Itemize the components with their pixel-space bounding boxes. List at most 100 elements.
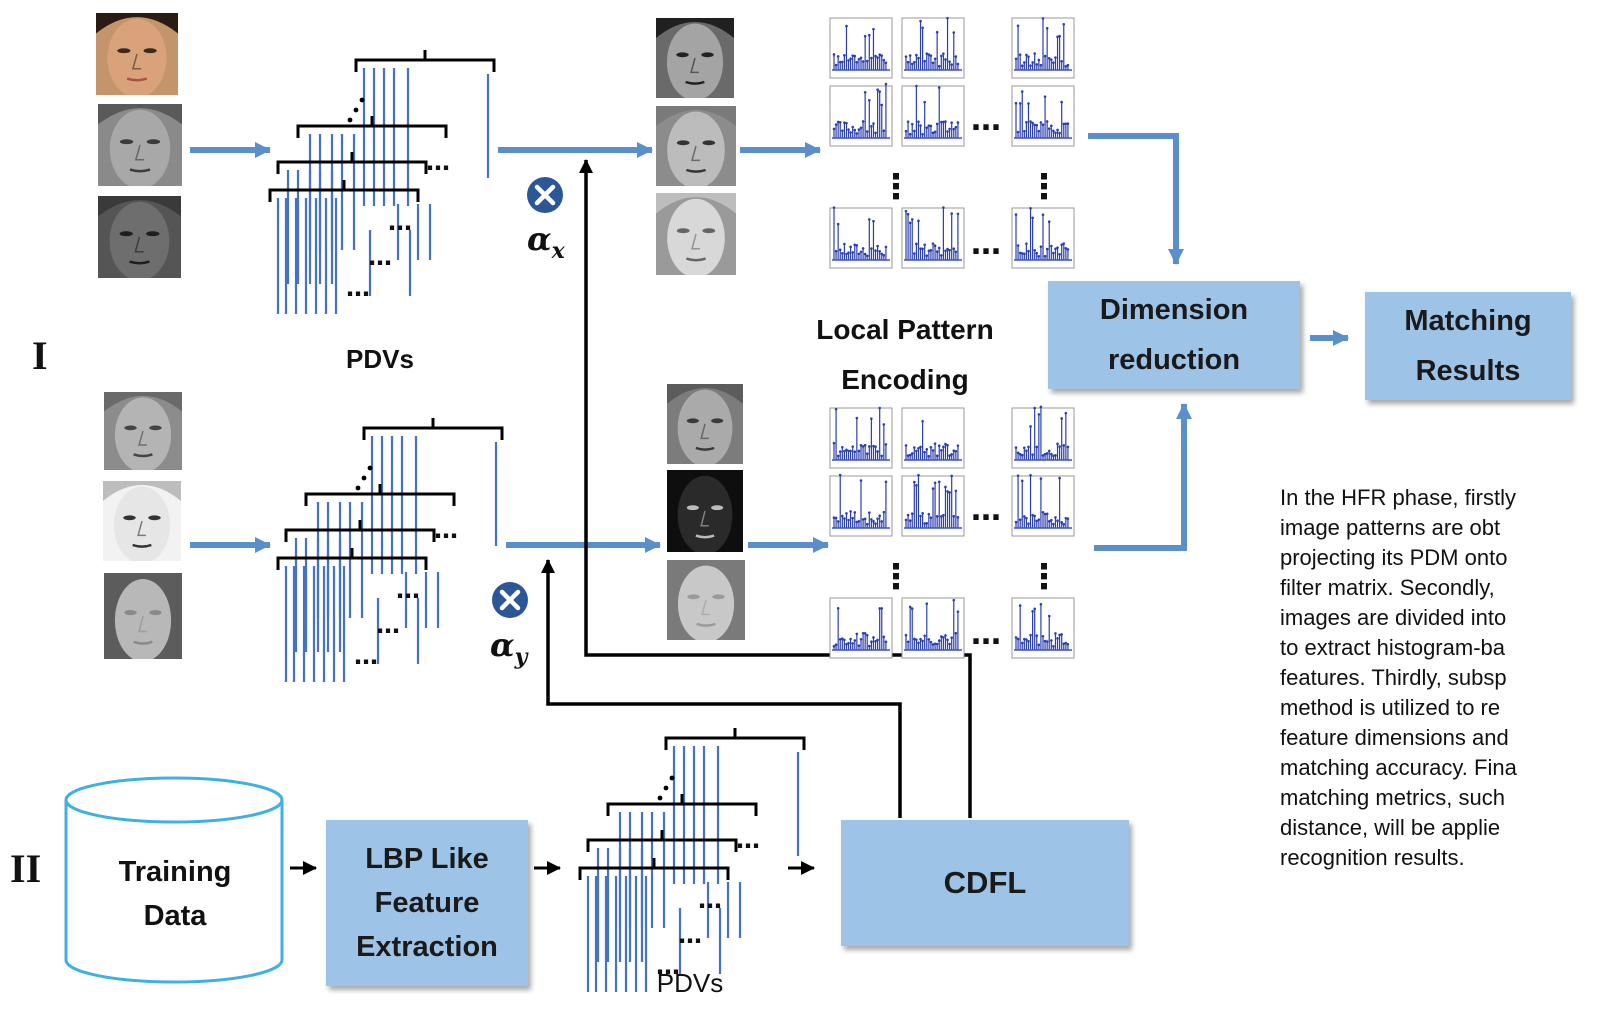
alpha-x-label: αx [527,220,566,264]
bottom-histogram-panel-stem-dot [1020,453,1024,457]
bottom-histogram-panel-stem-dot [927,638,931,641]
bottom-histogram-panel-stem-dot [834,407,838,411]
face-hair [98,104,182,125]
top-histogram-panel-stem-dot [878,90,881,93]
training-pdv-diag-dot [663,785,669,791]
top-histogram-panel-stem-dot [847,59,850,62]
bottom-histogram-panel-stem-dot [1043,452,1047,456]
bottom-histogram-panel-stem-dot [1033,406,1036,410]
bottom-histogram-panel-stem-dot [925,521,929,525]
dimension-reduction-line2: reduction [1107,344,1241,376]
bottom-histogram-panel-stem-dot [1025,516,1028,520]
bottom-histogram-panel-stem-dot [956,516,960,519]
top-histogram-panel-stem-dot [952,31,956,34]
bottom-histogram-panel-stem-dot [954,449,958,453]
top-histogram-panel-stem-dot [841,252,844,255]
matching-results-box: Matching Results [1365,292,1571,400]
top-histogram-panel-stem-dot [927,53,931,56]
top-histogram-panel-stem-dot [1054,247,1057,251]
top-histogram-panel-stem-dot [1027,102,1030,105]
bottom-pdv-bracket [362,418,504,440]
top-histogram-panel-stem-dot [904,55,908,58]
top-histogram-panel-stem-dot [923,243,926,247]
cdfl-box: CDFL [841,820,1129,946]
face-photo-gray [98,104,182,186]
top-histogram-panel-stem-dot [1033,248,1036,252]
top-pdv-ellipsis: … [368,243,392,271]
caption-line: image patterns are obt [1280,515,1501,540]
top-histogram-panel-stem-dot [952,247,956,251]
face-hair [667,384,743,404]
top-histogram-panel-stem-dot [940,120,943,124]
bottom-histogram-panel-stem-dot [935,642,939,646]
top-histogram-panel-stem-dot [904,129,908,133]
top-histogram-panel-stem-dot [1039,121,1043,124]
top-pdv-bracket [268,180,420,202]
face-hair [96,13,178,34]
top-histogram-panel-stem-dot [855,60,859,64]
bottom-histogram-panel-stem-dot [874,522,877,525]
top-histogram-panel [901,16,965,79]
top-histogram-panel-stem-dot [843,53,846,57]
training-pdv-ellipsis: … [736,826,760,854]
top-histogram-panel-stem-dot [857,128,861,131]
top-histogram-panel-stem-dot [841,129,844,132]
bottom-histogram-panel [1011,597,1075,659]
bottom-histogram-panel-stem-dot [933,442,937,445]
bottom-histogram-panel-stem-dot [1037,518,1041,521]
bottom-pdv-ellipsis: … [376,611,400,639]
top-histogram-panel-stem-dot [913,252,916,255]
face-eye-left [119,139,134,145]
bottom-histogram-panel-stem-dot [954,489,958,493]
bottom-histogram-panel-stem-dot [874,445,877,449]
top-pdv-ellipsis: … [426,148,450,176]
top-histogram-panel-stem-dot [859,126,863,130]
bottom-histogram-panel-stem-dot [1047,520,1051,523]
top-histogram-panel-stem-dot [1037,58,1041,62]
bottom-histogram-panel-stem-dot [919,514,922,518]
bottom-histogram-panel-stem-dot [843,517,846,520]
top-histogram-panel-stem-dot [1064,64,1068,68]
top-histogram-panel-stem-dot [1023,252,1026,256]
top-histogram-panel-stem-dot [845,252,848,256]
bottom-histogram-panel-stem-dot [847,641,850,645]
bottom-histogram-panel-stem-dot [845,448,848,452]
bottom-histogram-panel-stem-dot [935,515,939,518]
top-histogram-panel-stem-dot [915,242,918,246]
bottom-histogram-panel-stem-dot [1058,476,1061,480]
bottom-histogram-panel-stem-dot [861,632,865,635]
multiply-y-icon-cross [499,589,521,611]
bottom-histogram-panel-stem-dot [952,514,956,518]
top-hist-vdots: ⋮ [879,167,913,207]
bottom-histogram-panel [901,407,965,469]
bottom-histogram-panel-stem-dot [925,602,929,606]
top-histogram-panel-stem-dot [843,121,846,124]
top-histogram-panel-stem-dot [937,246,941,250]
training-data-line2: Data [143,900,207,932]
top-histogram-panel-stem-dot [859,250,863,254]
matching-results-line1: Matching [1404,305,1532,337]
face-mouth [696,622,716,627]
face-projected-6 [667,560,745,640]
bottom-histogram-panel-stem-dot [1016,474,1020,477]
top-histogram-panel-stem-dot [950,212,953,215]
top-histogram-panel-stem-dot [929,124,933,128]
bottom-histogram-panel-stem-dot [838,638,842,641]
top-histogram-panel-stem-dot [954,55,958,58]
multiply-x-icon-cross [534,184,556,206]
feedback-arrow-alpha-y [541,559,902,818]
bottom-histogram-panel-stem-dot [1029,633,1032,637]
top-histogram-panel [901,84,965,147]
top-histogram-panel-stem-dot [845,24,848,28]
bottom-histogram-panel-stem-dot [1023,637,1026,641]
top-histogram-panel-stem-dot [1025,242,1028,245]
bottom-histogram-panel-stem-dot [1050,639,1053,642]
bottom-histogram-panel [829,597,893,659]
top-pdv-ellipsis: … [346,274,370,302]
bottom-histogram-panel-stem-dot [872,520,875,523]
top-histogram-panel-stem-dot [876,244,879,248]
face-eye-right [701,52,714,58]
top-histogram-panel-stem-dot [849,131,852,134]
top-histogram-panel-stem-dot [1047,127,1051,130]
